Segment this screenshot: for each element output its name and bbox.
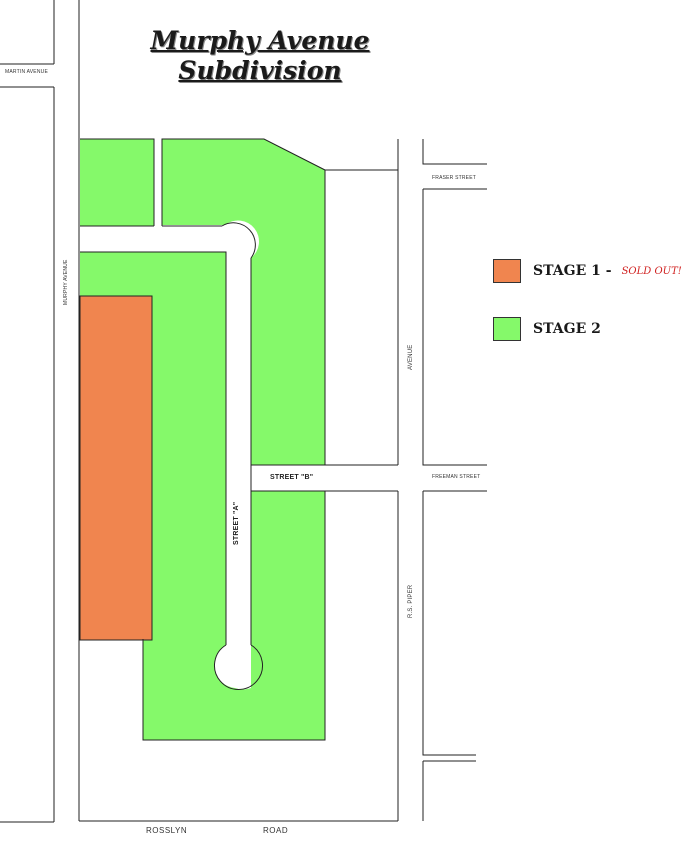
- stage-2-swatch: [493, 317, 521, 341]
- stage-1-swatch: [493, 259, 521, 283]
- martin-avenue-label: MARTIN AVENUE: [5, 69, 48, 75]
- freeman-street-label: FREEMAN STREET: [432, 474, 481, 480]
- avenue-label: AVENUE: [408, 344, 414, 370]
- road-label: ROAD: [263, 826, 289, 835]
- map-title-line-2: Subdivision: [178, 56, 342, 85]
- rosslyn-label: ROSSLYN: [146, 826, 188, 835]
- map-title-line-1: Murphy Avenue: [150, 26, 370, 55]
- murphy-avenue-label: MURPHY AVENUE: [63, 259, 69, 305]
- stage-1-label: STAGE 1 -: [533, 263, 612, 279]
- fraser-street-label: FRASER STREET: [432, 175, 476, 181]
- stage-2-lot-north-west: [80, 139, 154, 226]
- rs-piper-label: R.S. PIPER: [408, 584, 414, 618]
- legend-stage-1: STAGE 1 - SOLD OUT!: [493, 259, 682, 283]
- left-road-lines: [0, 0, 80, 823]
- stage-1-lot: [80, 296, 152, 640]
- legend-stage-2: STAGE 2: [493, 317, 601, 341]
- stage-2-lot-north-east: [162, 139, 325, 465]
- stage-2-label: STAGE 2: [533, 321, 601, 337]
- street-b-label: STREET "B": [270, 474, 314, 481]
- street-a-label: STREET "A": [233, 501, 240, 545]
- map-title: Murphy Avenue Subdivision: [140, 26, 380, 86]
- sold-out-note: SOLD OUT!: [621, 265, 682, 277]
- road-outlines: [79, 138, 487, 822]
